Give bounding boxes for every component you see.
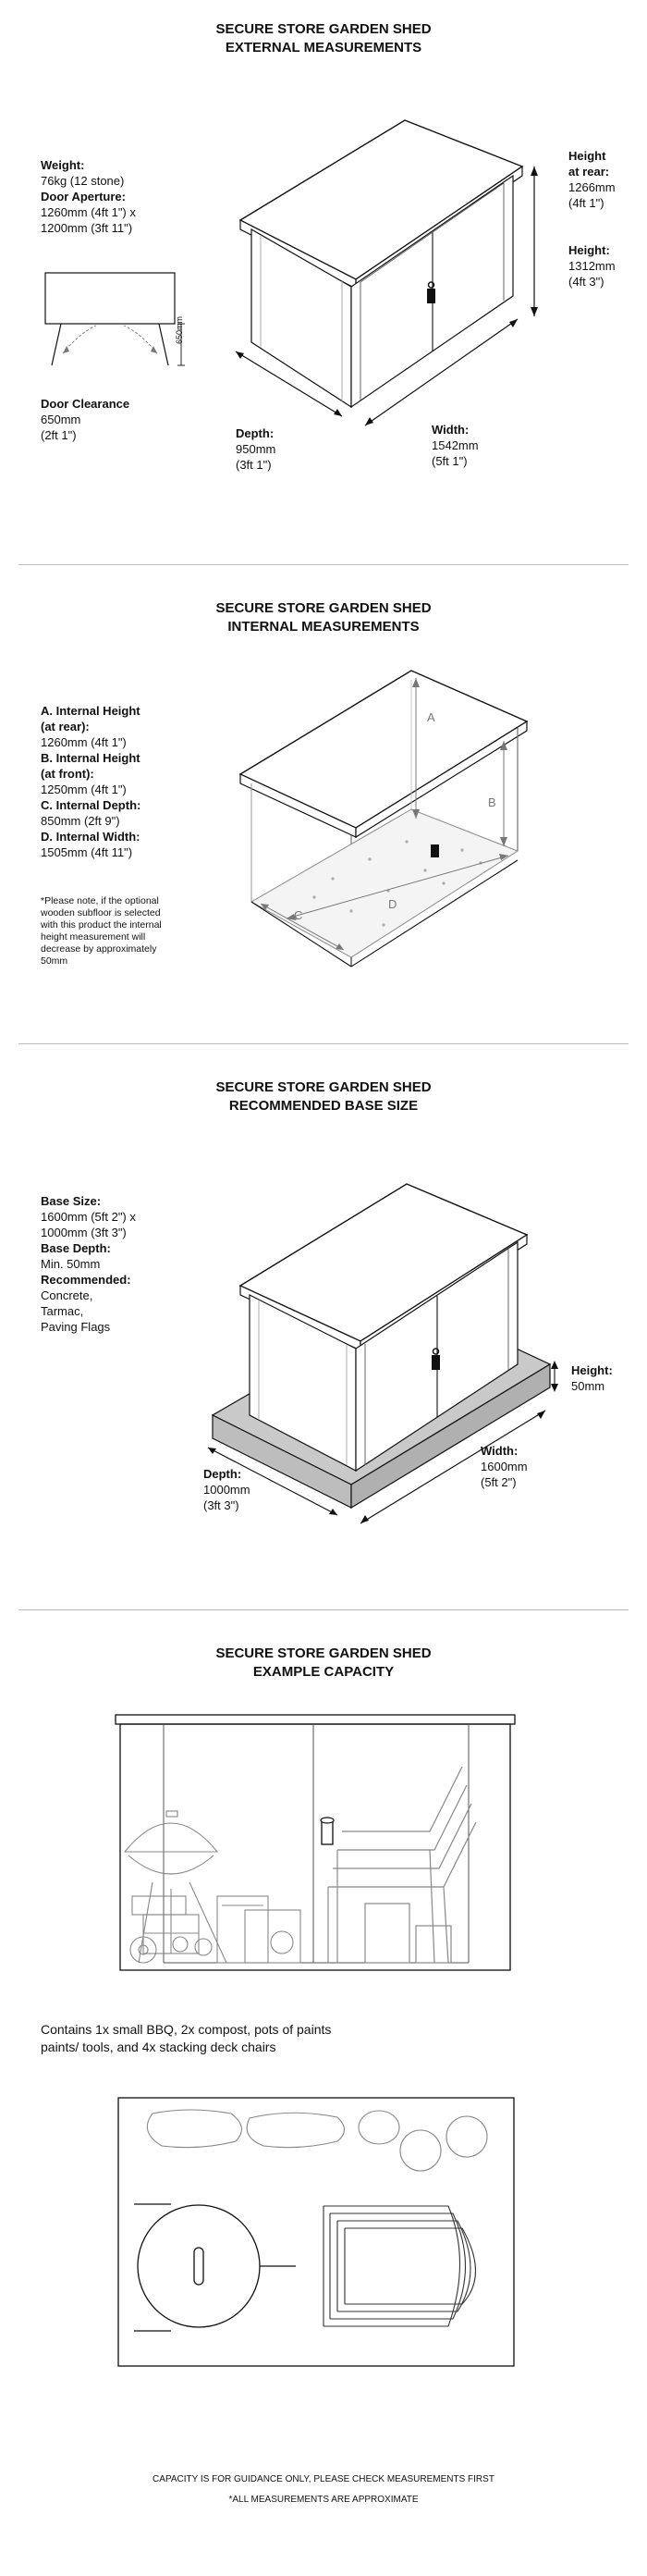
b-label1: B. Internal Height (41, 751, 140, 765)
base-width-label: Width: (481, 1444, 519, 1458)
a-label1: A. Internal Height (41, 704, 140, 718)
clearance-value1: 650mm (41, 413, 81, 426)
title-line2: RECOMMENDED BASE SIZE (228, 1098, 419, 1114)
door-clearance-diagram (44, 272, 185, 366)
base-width-value2: (5ft 2") (481, 1475, 517, 1489)
shed-external-drawing (235, 119, 538, 426)
note-line1: *Please note, if the optional (41, 895, 159, 906)
depth-label: Depth: (236, 426, 275, 440)
height-rear-info: Height at rear: 1266mm (4ft 1") (568, 148, 616, 211)
internal-measurements-list: A. Internal Height (at rear): 1260mm (4f… (41, 703, 140, 860)
weight-label: Weight: (41, 158, 85, 172)
base-height-value: 50mm (571, 1379, 605, 1393)
recommended-label: Recommended: (41, 1273, 131, 1287)
base-height-label: Height: (571, 1363, 613, 1377)
recommended-1: Concrete, (41, 1288, 93, 1302)
recommended-3: Paving Flags (41, 1320, 111, 1334)
section-capacity-title: SECURE STORE GARDEN SHED EXAMPLE CAPACIT… (0, 1645, 647, 1682)
capacity-description: Contains 1x small BBQ, 2x compost, pots … (41, 2021, 331, 2056)
contains-line2: paints/ tools, and 4x stacking deck chai… (41, 2040, 276, 2054)
width-label: Width: (432, 423, 470, 437)
depth-value1: 950mm (236, 442, 276, 456)
diag-label-d: D (388, 897, 397, 911)
shed-internal-drawing (238, 670, 529, 968)
weight-value: 76kg (12 stone) (41, 174, 125, 188)
diag-label-c: C (294, 908, 303, 922)
base-height-info: Height: 50mm (571, 1362, 613, 1394)
base-size-value1: 1600mm (5ft 2") x (41, 1210, 136, 1224)
height-rear-value2: (4ft 1") (568, 196, 604, 210)
clearance-label: Door Clearance (41, 397, 130, 411)
depth-value2: (3ft 1") (236, 458, 272, 472)
footer-guidance: CAPACITY IS FOR GUIDANCE ONLY, PLEASE CH… (153, 2474, 494, 2484)
height-info: Height: 1312mm (4ft 3") (568, 242, 616, 290)
title-line1: SECURE STORE GARDEN SHED (215, 1645, 432, 1661)
note-line4: height measurement will (41, 931, 146, 943)
clearance-dim-text: 650mm (175, 315, 184, 344)
title-line2: EXAMPLE CAPACITY (252, 1664, 395, 1680)
title-line1: SECURE STORE GARDEN SHED (215, 600, 432, 616)
note-line3: with this product the internal (41, 919, 162, 931)
height-value2: (4ft 3") (568, 275, 604, 289)
divider (18, 1609, 629, 1610)
aperture-label: Door Aperture: (41, 190, 126, 203)
note-line2: wooden subfloor is selected (41, 907, 161, 918)
depth-info: Depth: 950mm (3ft 1") (236, 425, 275, 473)
height-label: Height: (568, 243, 610, 257)
b-value: 1250mm (4ft 1") (41, 783, 127, 796)
base-depth-dim-label: Depth: (203, 1467, 242, 1481)
shed-base-drawing (207, 1183, 558, 1524)
width-value1: 1542mm (432, 438, 479, 452)
base-info: Base Size: 1600mm (5ft 2") x 1000mm (3ft… (41, 1193, 136, 1335)
clearance-value2: (2ft 1") (41, 428, 77, 442)
contains-line1: Contains 1x small BBQ, 2x compost, pots … (41, 2022, 332, 2037)
base-depth-value: Min. 50mm (41, 1257, 101, 1271)
a-value: 1260mm (4ft 1") (41, 735, 127, 749)
d-value: 1505mm (4ft 11") (41, 845, 133, 859)
title-line1: SECURE STORE GARDEN SHED (215, 1079, 432, 1095)
height-rear-value1: 1266mm (568, 180, 616, 194)
recommended-2: Tarmac, (41, 1304, 84, 1318)
height-rear-label1: Height (568, 149, 606, 163)
title-line1: SECURE STORE GARDEN SHED (215, 21, 432, 37)
weight-info: Weight: 76kg (12 stone) Door Aperture: 1… (41, 157, 136, 236)
base-width-value1: 1600mm (481, 1460, 528, 1473)
title-line2: EXTERNAL MEASUREMENTS (225, 40, 422, 55)
c-value: 850mm (2ft 9") (41, 814, 120, 828)
base-depth-info: Depth: 1000mm (3ft 3") (203, 1466, 250, 1513)
base-size-label: Base Size: (41, 1194, 102, 1208)
capacity-top-view (117, 2097, 515, 2367)
base-depth-dim-value1: 1000mm (203, 1483, 250, 1497)
base-depth-label: Base Depth: (41, 1241, 111, 1255)
section-base-title: SECURE STORE GARDEN SHED RECOMMENDED BAS… (0, 1078, 647, 1115)
width-info: Width: 1542mm (5ft 1") (432, 422, 479, 469)
b-label2: (at front): (41, 767, 94, 781)
base-width-info: Width: 1600mm (5ft 2") (481, 1443, 528, 1490)
note-line5: decrease by approximately (41, 943, 157, 955)
capacity-front-view (115, 1714, 516, 1971)
c-label: C. Internal Depth: (41, 798, 141, 812)
aperture-value2: 1200mm (3ft 11") (41, 221, 133, 235)
base-depth-dim-value2: (3ft 3") (203, 1498, 239, 1512)
divider (18, 1043, 629, 1044)
divider (18, 564, 629, 565)
clearance-info: Door Clearance 650mm (2ft 1") (41, 396, 129, 443)
diag-label-a: A (427, 710, 435, 724)
base-size-value2: 1000mm (3ft 3") (41, 1226, 127, 1239)
section-external-title: SECURE STORE GARDEN SHED EXTERNAL MEASUR… (0, 20, 647, 57)
height-value1: 1312mm (568, 259, 616, 273)
section-internal-title: SECURE STORE GARDEN SHED INTERNAL MEASUR… (0, 599, 647, 636)
note-line6: 50mm (41, 955, 68, 967)
d-label: D. Internal Width: (41, 830, 140, 844)
height-rear-label2: at rear: (568, 165, 610, 179)
aperture-value1: 1260mm (4ft 1") x (41, 205, 136, 219)
a-label2: (at rear): (41, 720, 90, 733)
footer-approx: *ALL MEASUREMENTS ARE APPROXIMATE (228, 2495, 419, 2505)
internal-note: *Please note, if the optional wooden sub… (41, 895, 162, 968)
width-value2: (5ft 1") (432, 454, 468, 468)
diag-label-b: B (488, 795, 496, 809)
title-line2: INTERNAL MEASUREMENTS (227, 619, 420, 635)
